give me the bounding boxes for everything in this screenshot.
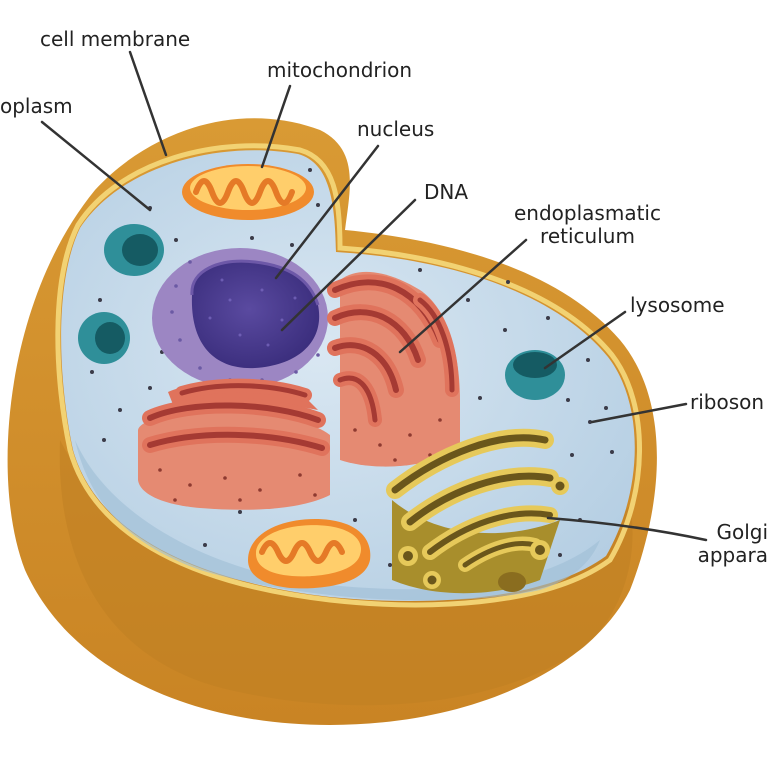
mitochondrion-top: [182, 164, 314, 220]
label-cytoplasm: oplasm: [0, 94, 73, 118]
label-er-line-2: reticulum: [540, 224, 635, 248]
label-nucleus: nucleus: [357, 117, 435, 141]
leader-mitochondrion: [260, 84, 292, 169]
cytoplasm-floor: [75, 440, 600, 601]
leader-lines: [40, 50, 708, 542]
label-cell-membrane: cell membrane: [40, 27, 191, 51]
cell-membrane-rim: [55, 143, 642, 608]
leader-dna: [280, 198, 417, 332]
leader-lysosome: [543, 310, 627, 370]
label-er-line-1: endoplasmatic: [514, 201, 661, 225]
vesicle-upper-left: [104, 224, 164, 276]
leader-ribosome: [590, 402, 688, 424]
shell-shadow: [59, 440, 633, 706]
leader-er: [398, 238, 528, 354]
lysosome-organelle: [505, 350, 565, 400]
label-golgi-line-1: Golgi: [716, 520, 768, 544]
label-endoplasmic-reticulum: endoplasmatic reticulum: [514, 202, 661, 248]
label-golgi-apparatus: Golgi appara: [687, 521, 768, 567]
mitochondrion-bottom: [248, 519, 371, 589]
leader-golgi: [546, 516, 708, 542]
label-golgi-line-2: appara: [697, 543, 768, 567]
golgi-apparatus: [386, 428, 569, 594]
label-dna: DNA: [424, 180, 469, 204]
endoplasmic-reticulum: [138, 271, 460, 510]
label-lysosome: lysosome: [630, 293, 725, 317]
label-mitochondrion: mitochondrion: [267, 58, 413, 82]
nucleus: [152, 248, 328, 388]
vesicle-left: [78, 312, 130, 364]
label-ribosome: riboson: [690, 390, 765, 414]
leader-cell-membrane: [128, 50, 168, 157]
leader-nucleus: [274, 144, 380, 280]
leader-cytoplasm: [40, 120, 152, 212]
